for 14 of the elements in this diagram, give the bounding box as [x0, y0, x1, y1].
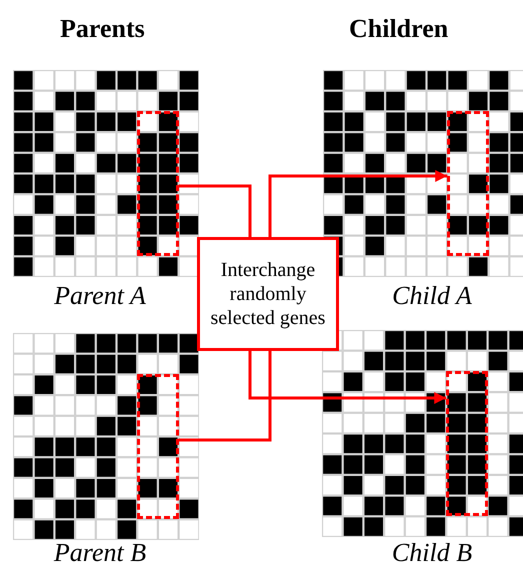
dashed-highlight	[137, 374, 179, 520]
dashed-highlight	[447, 111, 489, 256]
grid-caption: Child B	[392, 538, 472, 568]
grid-caption: Parent A	[54, 281, 146, 311]
connector-arrow	[268, 170, 448, 237]
connector-arrow	[248, 351, 446, 404]
column-heading: Children	[349, 14, 448, 44]
grid-caption: Child A	[392, 281, 472, 311]
box-text: Interchange randomly selected genes	[210, 258, 326, 330]
dashed-highlight	[446, 371, 488, 516]
dashed-highlight	[137, 111, 179, 256]
process-box	[197, 237, 339, 351]
grid-caption: Parent B	[54, 538, 146, 568]
column-heading: Parents	[60, 14, 145, 44]
